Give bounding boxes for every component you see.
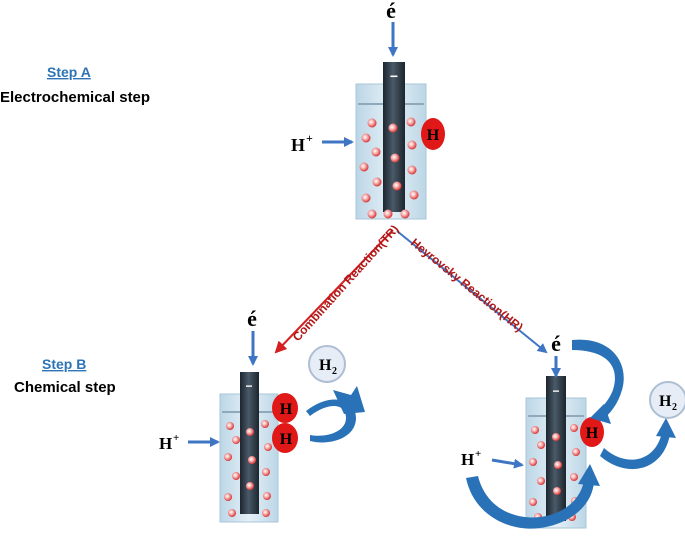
bottom-curved-arrow [466, 476, 594, 529]
proton-symbol: H [461, 450, 474, 469]
ion [388, 123, 398, 133]
proton-charge: + [173, 432, 179, 444]
combination-arrow-head [333, 386, 365, 414]
h2-release-arrow [600, 432, 670, 470]
ion [552, 433, 560, 441]
h2-symbol: H [319, 357, 332, 374]
ion [407, 165, 417, 175]
ion [367, 118, 377, 128]
electrode-cell-combination: − [219, 372, 279, 523]
proton-charge: + [306, 131, 313, 145]
heyrovsky-reaction-label: Heyrovsky Reaction(HR) [408, 235, 526, 334]
electrode-negative-sign: − [245, 379, 252, 393]
adsorbed-hydrogen [272, 423, 298, 453]
ion [537, 477, 545, 485]
h2-subscript: 2 [332, 366, 337, 377]
adsorbed-hydrogen-label: H [280, 431, 293, 448]
ion [359, 162, 369, 172]
ion-cluster [529, 424, 580, 521]
ion [228, 509, 236, 517]
electron-label-heyrovsky: é [551, 331, 561, 356]
proton-symbol: H [291, 135, 305, 155]
proton-arrow-heyrovsky [491, 458, 524, 469]
ion [246, 428, 254, 436]
combination-curved-arrow [306, 399, 356, 443]
electron-label-step-a: é [386, 0, 396, 23]
ion [226, 422, 234, 430]
electrode-rod [240, 372, 259, 514]
electron-curved-arrow [572, 339, 624, 420]
combination-reaction-label: Combination Reaction(TR) [290, 222, 402, 344]
electrode-negative-sign: − [552, 384, 559, 398]
ion [261, 420, 269, 428]
proton-charge: + [475, 448, 481, 460]
adsorbed-hydrogen [421, 118, 445, 150]
heyrovsky-reaction-arrow [396, 230, 548, 354]
h2-symbol: H [659, 393, 672, 410]
ion [224, 493, 232, 501]
ion-cluster [224, 420, 272, 517]
ion [529, 458, 537, 466]
ion [570, 424, 578, 432]
ion [232, 472, 240, 480]
step-a-title: Step A [47, 64, 91, 80]
ion [361, 193, 371, 203]
ion [246, 482, 254, 490]
ion [537, 441, 545, 449]
electron-curved-arrow-head [590, 404, 611, 424]
step-b-subtitle: Chemical step [14, 379, 116, 396]
ion [553, 487, 561, 495]
ion [232, 436, 240, 444]
ion [367, 209, 377, 219]
ion [262, 509, 270, 517]
combination-reaction-arrow [274, 229, 394, 354]
proton-label-heyrovsky: H + [461, 448, 481, 469]
ion [409, 190, 419, 200]
proton-symbol: H [159, 434, 172, 453]
electrode-negative-sign: − [390, 68, 398, 84]
h2-bubble-heyrovsky [649, 381, 685, 419]
step-a-subtitle: Electrochemical step [0, 89, 150, 106]
adsorbed-hydrogen-label: H [427, 127, 440, 144]
proton-label-combination: H + [159, 432, 179, 453]
electrode-cell-step-a: − [355, 62, 427, 220]
ion [390, 153, 400, 163]
electron-label-combination: é [247, 306, 257, 331]
ion [531, 426, 539, 434]
ion [529, 498, 537, 506]
bottom-curved-arrow-head [578, 464, 600, 486]
ion [406, 117, 416, 127]
ion [400, 209, 410, 219]
ion-cluster [359, 117, 419, 219]
h2-bubble-combination [308, 345, 346, 383]
ion [263, 492, 271, 500]
step-b-title: Step B [42, 356, 86, 372]
ion [248, 456, 256, 464]
ion [392, 181, 402, 191]
ion [570, 473, 578, 481]
ion [224, 453, 232, 461]
ion [383, 209, 393, 219]
ion [371, 147, 381, 157]
adsorbed-hydrogen [580, 417, 604, 447]
adsorbed-hydrogen [272, 393, 298, 423]
electrode-rod [546, 376, 566, 521]
h2-subscript: 2 [672, 402, 677, 413]
ion [554, 461, 562, 469]
ion [361, 133, 371, 143]
ion [372, 177, 382, 187]
ion [262, 468, 270, 476]
h2-release-arrow-head [656, 418, 676, 438]
adsorbed-hydrogen-label: H [586, 425, 599, 442]
electrode-rod [383, 62, 405, 212]
ion [572, 448, 580, 456]
ion [407, 140, 417, 150]
ion [264, 443, 272, 451]
adsorbed-hydrogen-label: H [280, 401, 293, 418]
proton-label-step-a: H + [291, 131, 313, 155]
